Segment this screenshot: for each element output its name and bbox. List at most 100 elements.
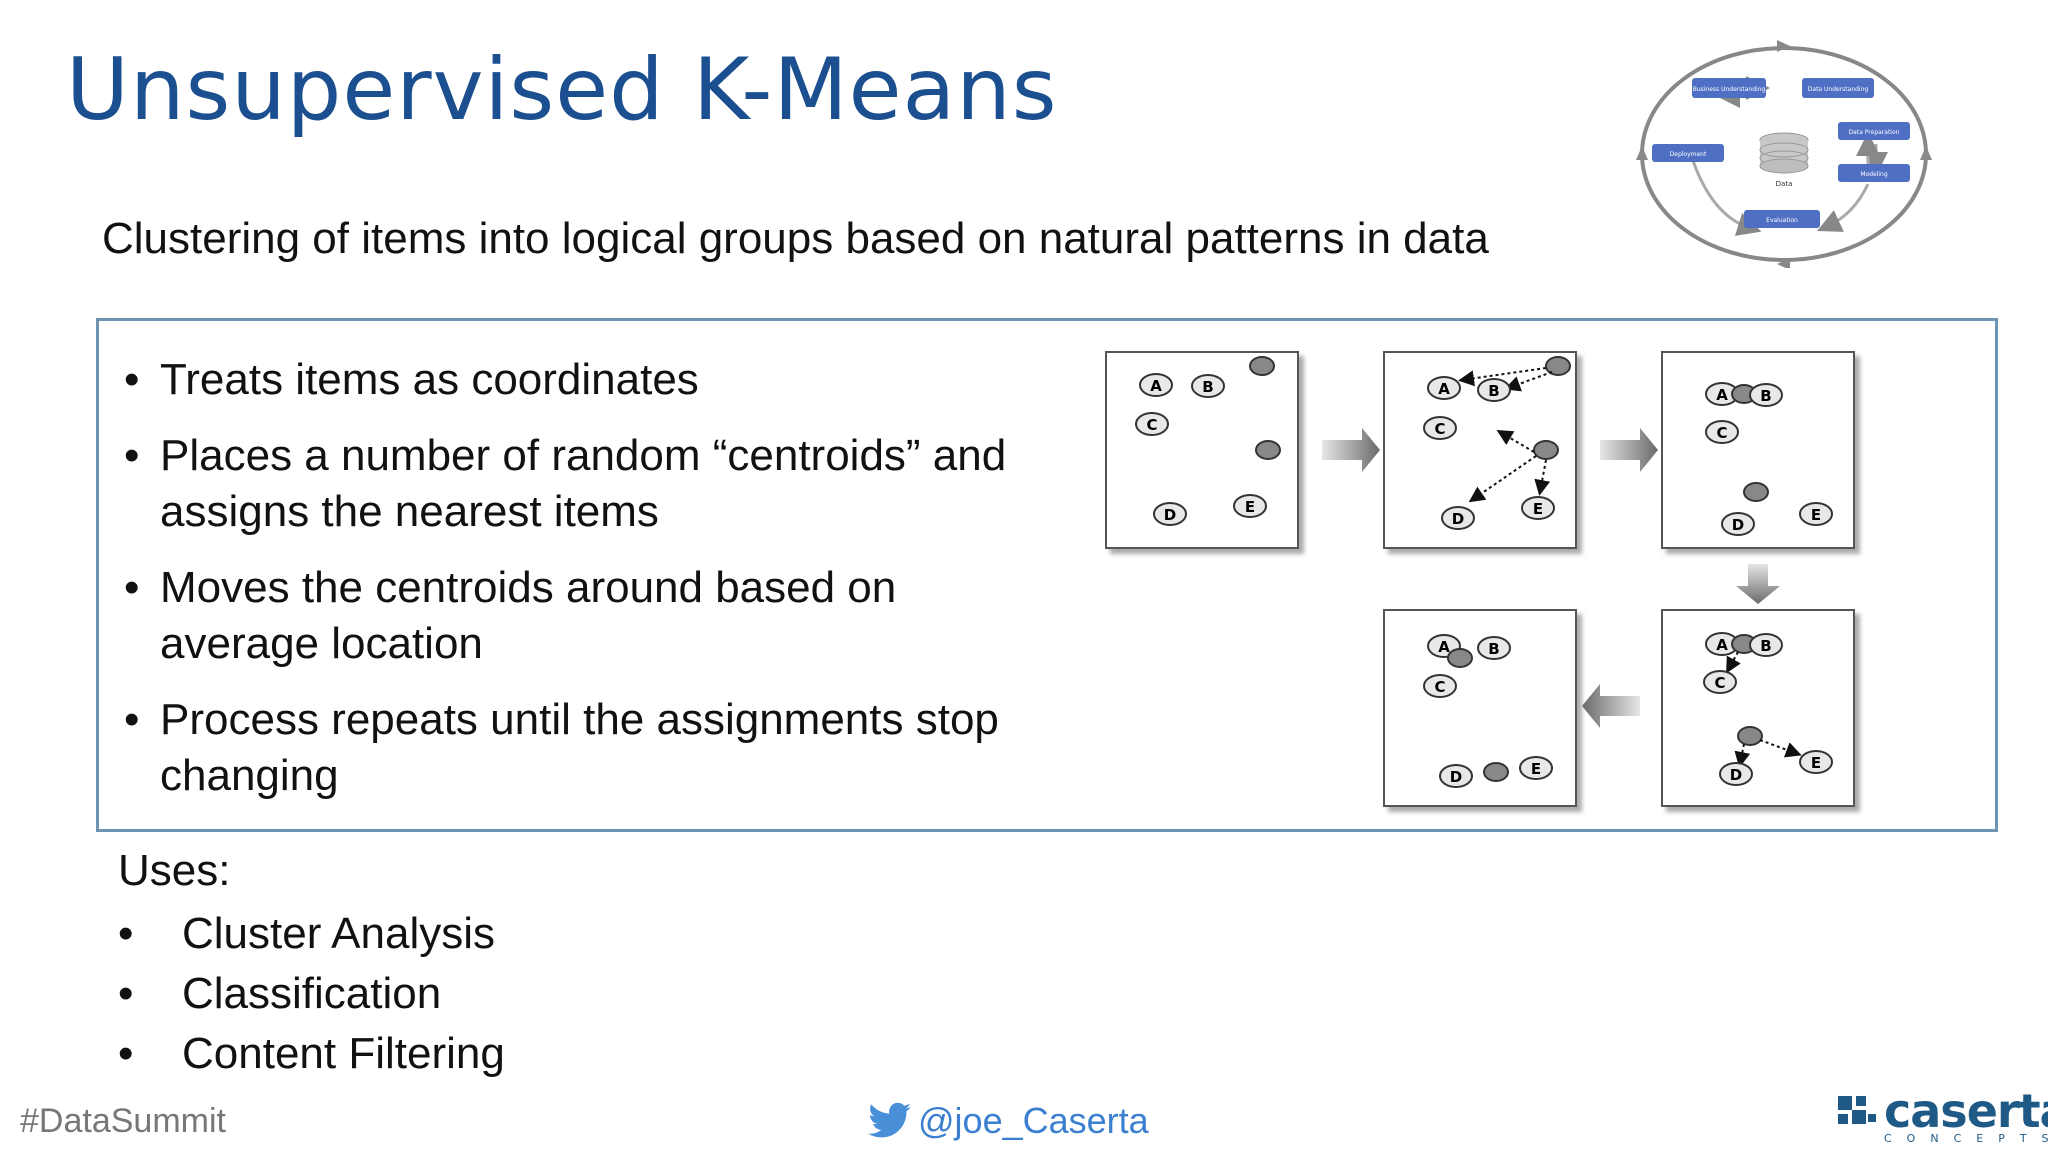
svg-text:A: A bbox=[1438, 638, 1450, 656]
svg-text:D: D bbox=[1450, 768, 1462, 786]
centroid bbox=[1545, 356, 1571, 376]
crisp-step-modeling: Modeling bbox=[1838, 164, 1910, 182]
item-e: E bbox=[1519, 756, 1553, 780]
svg-text:B: B bbox=[1202, 378, 1213, 396]
company-logo: caserta CONCEPTS bbox=[1836, 1084, 2048, 1146]
crisp-dm-diagram: Business Understanding Data Understandin… bbox=[1636, 40, 1932, 268]
item-e: E bbox=[1799, 750, 1833, 774]
centroid bbox=[1255, 440, 1281, 460]
crisp-step-deployment: Deployment bbox=[1652, 144, 1724, 162]
item-c: C bbox=[1423, 674, 1457, 698]
arrow-down bbox=[1736, 564, 1780, 604]
bullet-list: Treats items as coordinates Places a num… bbox=[120, 352, 1040, 824]
item-a: A bbox=[1427, 376, 1461, 400]
item-a: A bbox=[1705, 382, 1739, 406]
item-b: B bbox=[1749, 633, 1783, 657]
centroid bbox=[1743, 482, 1769, 502]
svg-text:D: D bbox=[1730, 766, 1742, 784]
uses-label: Uses: bbox=[118, 846, 231, 895]
database-icon bbox=[1759, 132, 1809, 174]
kmeans-panel-reassign: A B C D E bbox=[1661, 609, 1855, 807]
svg-text:Evaluation: Evaluation bbox=[1766, 217, 1798, 224]
uses-list: Cluster Analysis Classification Content … bbox=[118, 904, 505, 1084]
cycle-arrowhead bbox=[1777, 40, 1790, 52]
centroid bbox=[1483, 762, 1509, 782]
logo-wordmark: caserta bbox=[1884, 1084, 2048, 1138]
subtitle: Clustering of items into logical groups … bbox=[102, 214, 1489, 263]
cycle-arrowhead bbox=[1920, 146, 1932, 160]
kmeans-panel-assign: A B C D E bbox=[1383, 351, 1577, 549]
twitter-bird-icon bbox=[868, 1102, 911, 1138]
crisp-center-label: Data bbox=[1776, 180, 1793, 188]
centroid bbox=[1737, 726, 1763, 746]
svg-text:B: B bbox=[1760, 637, 1771, 655]
item-c: C bbox=[1423, 416, 1457, 440]
svg-text:B: B bbox=[1488, 640, 1499, 658]
item-c: C bbox=[1135, 412, 1169, 436]
crisp-step-data-preparation: Data Preparation bbox=[1838, 122, 1910, 140]
svg-text:C: C bbox=[1434, 420, 1445, 438]
item-e: E bbox=[1521, 496, 1555, 520]
item-e: E bbox=[1799, 502, 1833, 526]
cycle-arrowhead bbox=[1636, 146, 1648, 160]
kmeans-panel-move: A B C D E bbox=[1661, 351, 1855, 549]
kmeans-diagram: A B C D E A B C D E A B C D E bbox=[1105, 351, 1855, 807]
item-d: D bbox=[1719, 762, 1753, 786]
bullet-item: Treats items as coordinates bbox=[120, 352, 1040, 408]
item-d: D bbox=[1439, 764, 1473, 788]
crisp-step-business-understanding: Business Understanding bbox=[1692, 78, 1766, 98]
caserta-logo-icon bbox=[1838, 1096, 1876, 1124]
svg-text:C: C bbox=[1714, 674, 1725, 692]
crisp-step-evaluation: Evaluation bbox=[1744, 210, 1820, 228]
kmeans-panel-initial: A B C D E bbox=[1105, 351, 1299, 549]
kmeans-panel-final: A B C D E bbox=[1383, 609, 1577, 807]
svg-text:A: A bbox=[1150, 377, 1162, 395]
item-b: B bbox=[1191, 374, 1225, 398]
slide-title: Unsupervised K-Means bbox=[66, 40, 1058, 140]
svg-text:E: E bbox=[1811, 506, 1821, 524]
centroid bbox=[1533, 440, 1559, 460]
svg-text:A: A bbox=[1438, 380, 1450, 398]
uses-item: Content Filtering bbox=[118, 1024, 505, 1084]
svg-text:D: D bbox=[1164, 506, 1176, 524]
svg-text:C: C bbox=[1716, 424, 1727, 442]
footer-twitter[interactable]: @joe_Caserta bbox=[868, 1100, 1149, 1142]
svg-text:B: B bbox=[1760, 387, 1771, 405]
svg-text:Business Understanding: Business Understanding bbox=[1693, 86, 1766, 93]
svg-text:E: E bbox=[1811, 754, 1821, 772]
logo-subtext: CONCEPTS bbox=[1884, 1132, 2048, 1145]
svg-text:C: C bbox=[1146, 416, 1157, 434]
item-d: D bbox=[1721, 512, 1755, 536]
item-a: A bbox=[1139, 373, 1173, 397]
svg-text:A: A bbox=[1716, 386, 1728, 404]
svg-text:Data Preparation: Data Preparation bbox=[1849, 129, 1900, 136]
arrow-left bbox=[1582, 684, 1640, 728]
bullet-item: Process repeats until the assignments st… bbox=[120, 692, 1040, 804]
item-d: D bbox=[1153, 502, 1187, 526]
svg-text:Deployment: Deployment bbox=[1670, 151, 1707, 158]
svg-text:E: E bbox=[1533, 500, 1543, 518]
item-d: D bbox=[1441, 506, 1475, 530]
arrow-right bbox=[1322, 428, 1380, 472]
crisp-step-data-understanding: Data Understanding bbox=[1802, 78, 1874, 98]
svg-text:Data Understanding: Data Understanding bbox=[1808, 86, 1869, 93]
item-e: E bbox=[1233, 494, 1267, 518]
svg-text:D: D bbox=[1732, 516, 1744, 534]
arrow-right bbox=[1600, 428, 1658, 472]
bullet-item: Moves the centroids around based on aver… bbox=[120, 560, 1040, 672]
footer-hashtag: #DataSummit bbox=[20, 1102, 226, 1140]
item-b: B bbox=[1749, 383, 1783, 407]
item-b: B bbox=[1477, 636, 1511, 660]
item-c: C bbox=[1705, 420, 1739, 444]
item-b: B bbox=[1477, 378, 1511, 402]
bullet-item: Places a number of random “centroids” an… bbox=[120, 428, 1040, 540]
twitter-handle: @joe_Caserta bbox=[918, 1100, 1149, 1141]
uses-item: Cluster Analysis bbox=[118, 904, 505, 964]
cycle-arrowhead bbox=[1777, 258, 1790, 268]
svg-text:A: A bbox=[1716, 636, 1728, 654]
centroid bbox=[1447, 648, 1473, 668]
svg-text:D: D bbox=[1452, 510, 1464, 528]
uses-item: Classification bbox=[118, 964, 505, 1024]
svg-text:C: C bbox=[1434, 678, 1445, 696]
svg-text:E: E bbox=[1245, 498, 1255, 516]
